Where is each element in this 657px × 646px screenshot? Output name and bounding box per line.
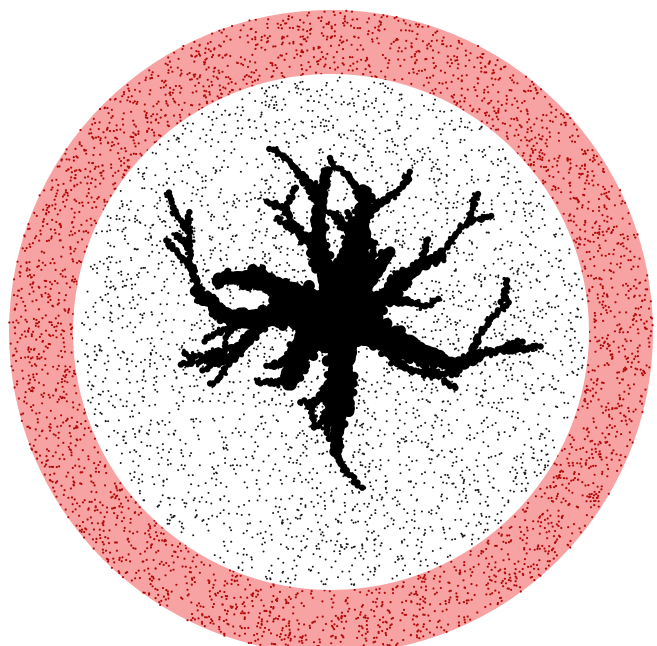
dla-cluster-diagram bbox=[0, 0, 657, 646]
figure-canvas bbox=[0, 0, 657, 646]
